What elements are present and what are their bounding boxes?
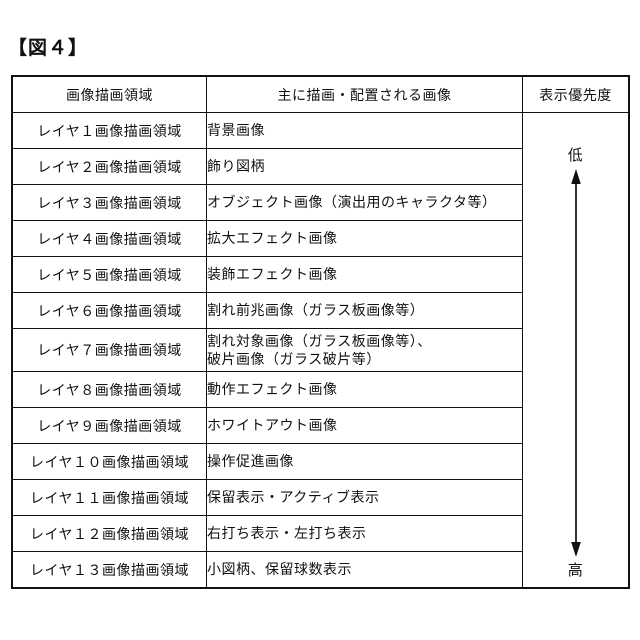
- image-cell: 動作エフェクト画像: [206, 371, 523, 408]
- column-header-priority: 表示優先度: [522, 75, 630, 113]
- priority-low-label: 低: [567, 147, 584, 164]
- priority-indicator: 低 高: [523, 113, 628, 579]
- layer-cell: レイヤ１１画像描画領域: [11, 479, 207, 516]
- layer-cell: レイヤ２画像描画領域: [11, 148, 207, 185]
- image-cell: 拡大エフェクト画像: [206, 220, 523, 257]
- layer-cell: レイヤ５画像描画領域: [11, 256, 207, 293]
- table-row: レイヤ１３画像描画領域 小図柄、保留球数表示: [11, 551, 629, 589]
- layer-cell: レイヤ６画像描画領域: [11, 292, 207, 329]
- layer-cell: レイヤ９画像描画領域: [11, 407, 207, 444]
- image-cell: ホワイトアウト画像: [206, 407, 523, 444]
- image-cell: 割れ対象画像（ガラス板画像等）、 破片画像（ガラス破片等）: [206, 328, 523, 372]
- layer-cell: レイヤ１画像描画領域: [11, 112, 207, 149]
- table-row: レイヤ８画像描画領域 動作エフェクト画像: [11, 371, 629, 408]
- layer-priority-table: 画像描画領域 主に描画・配置される画像 表示優先度 レイヤ１画像描画領域 背景画…: [11, 75, 630, 589]
- priority-double-arrow-icon: [570, 169, 581, 557]
- priority-high-label: 高: [567, 562, 584, 579]
- image-cell: 保留表示・アクティブ表示: [206, 479, 523, 516]
- figure-title: 【図４】: [8, 38, 89, 59]
- layer-cell: レイヤ１２画像描画領域: [11, 515, 207, 552]
- image-cell: 操作促進画像: [206, 443, 523, 480]
- table-row: レイヤ４画像描画領域 拡大エフェクト画像: [11, 220, 629, 257]
- column-header-image: 主に描画・配置される画像: [206, 75, 523, 113]
- image-cell: 背景画像: [206, 112, 523, 149]
- column-header-area: 画像描画領域: [11, 75, 207, 113]
- image-cell: 装飾エフェクト画像: [206, 256, 523, 293]
- layer-cell: レイヤ４画像描画領域: [11, 220, 207, 257]
- layer-cell: レイヤ３画像描画領域: [11, 184, 207, 221]
- table-row: レイヤ１０画像描画領域 操作促進画像: [11, 443, 629, 480]
- table-row: レイヤ１１画像描画領域 保留表示・アクティブ表示: [11, 479, 629, 516]
- layer-cell: レイヤ１０画像描画領域: [11, 443, 207, 480]
- image-cell: 飾り図柄: [206, 148, 523, 185]
- table-header-row: 画像描画領域 主に描画・配置される画像 表示優先度: [11, 75, 630, 113]
- table-row: レイヤ２画像描画領域 飾り図柄: [11, 148, 629, 185]
- table-row: レイヤ７画像描画領域 割れ対象画像（ガラス板画像等）、 破片画像（ガラス破片等）: [11, 328, 629, 372]
- layer-cell: レイヤ１３画像描画領域: [11, 551, 207, 589]
- layer-cell: レイヤ７画像描画領域: [11, 328, 207, 372]
- image-cell: 小図柄、保留球数表示: [206, 551, 523, 589]
- table-row: レイヤ６画像描画領域 割れ前兆画像（ガラス板画像等）: [11, 292, 629, 329]
- layer-cell: レイヤ８画像描画領域: [11, 371, 207, 408]
- priority-cell: 低 高: [522, 112, 630, 589]
- table-row: レイヤ１画像描画領域 背景画像 低 高: [11, 112, 630, 589]
- image-cell: 右打ち表示・左打ち表示: [206, 515, 523, 552]
- table-row: レイヤ１２画像描画領域 右打ち表示・左打ち表示: [11, 515, 629, 552]
- image-cell: 割れ前兆画像（ガラス板画像等）: [206, 292, 523, 329]
- image-cell: オブジェクト画像（演出用のキャラクタ等）: [206, 184, 523, 221]
